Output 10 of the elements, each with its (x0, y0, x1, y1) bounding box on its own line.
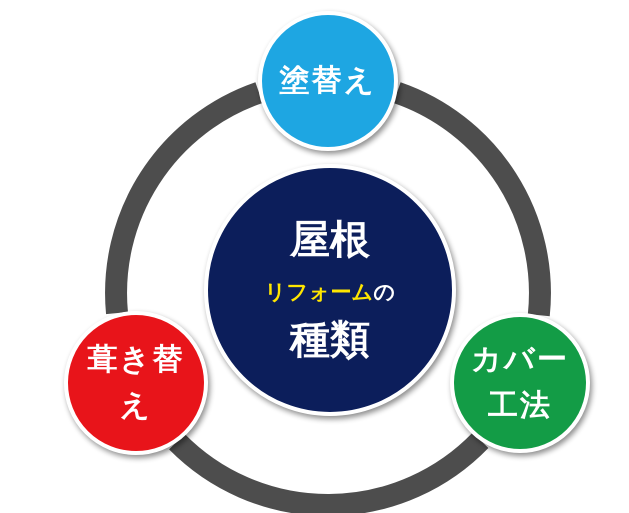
particle-text: の (374, 279, 396, 306)
title-text: 種類 (290, 316, 370, 364)
ring-segment (105, 82, 264, 314)
category-label: 塗替え (278, 62, 378, 100)
category-label: 葺き替え (86, 340, 186, 425)
ring-segment (170, 432, 488, 513)
category-label: カバー工法 (470, 340, 570, 425)
ring-segment (392, 82, 551, 316)
highlight-text: リフォーム (264, 279, 374, 306)
title-text: 屋根 (290, 216, 370, 264)
